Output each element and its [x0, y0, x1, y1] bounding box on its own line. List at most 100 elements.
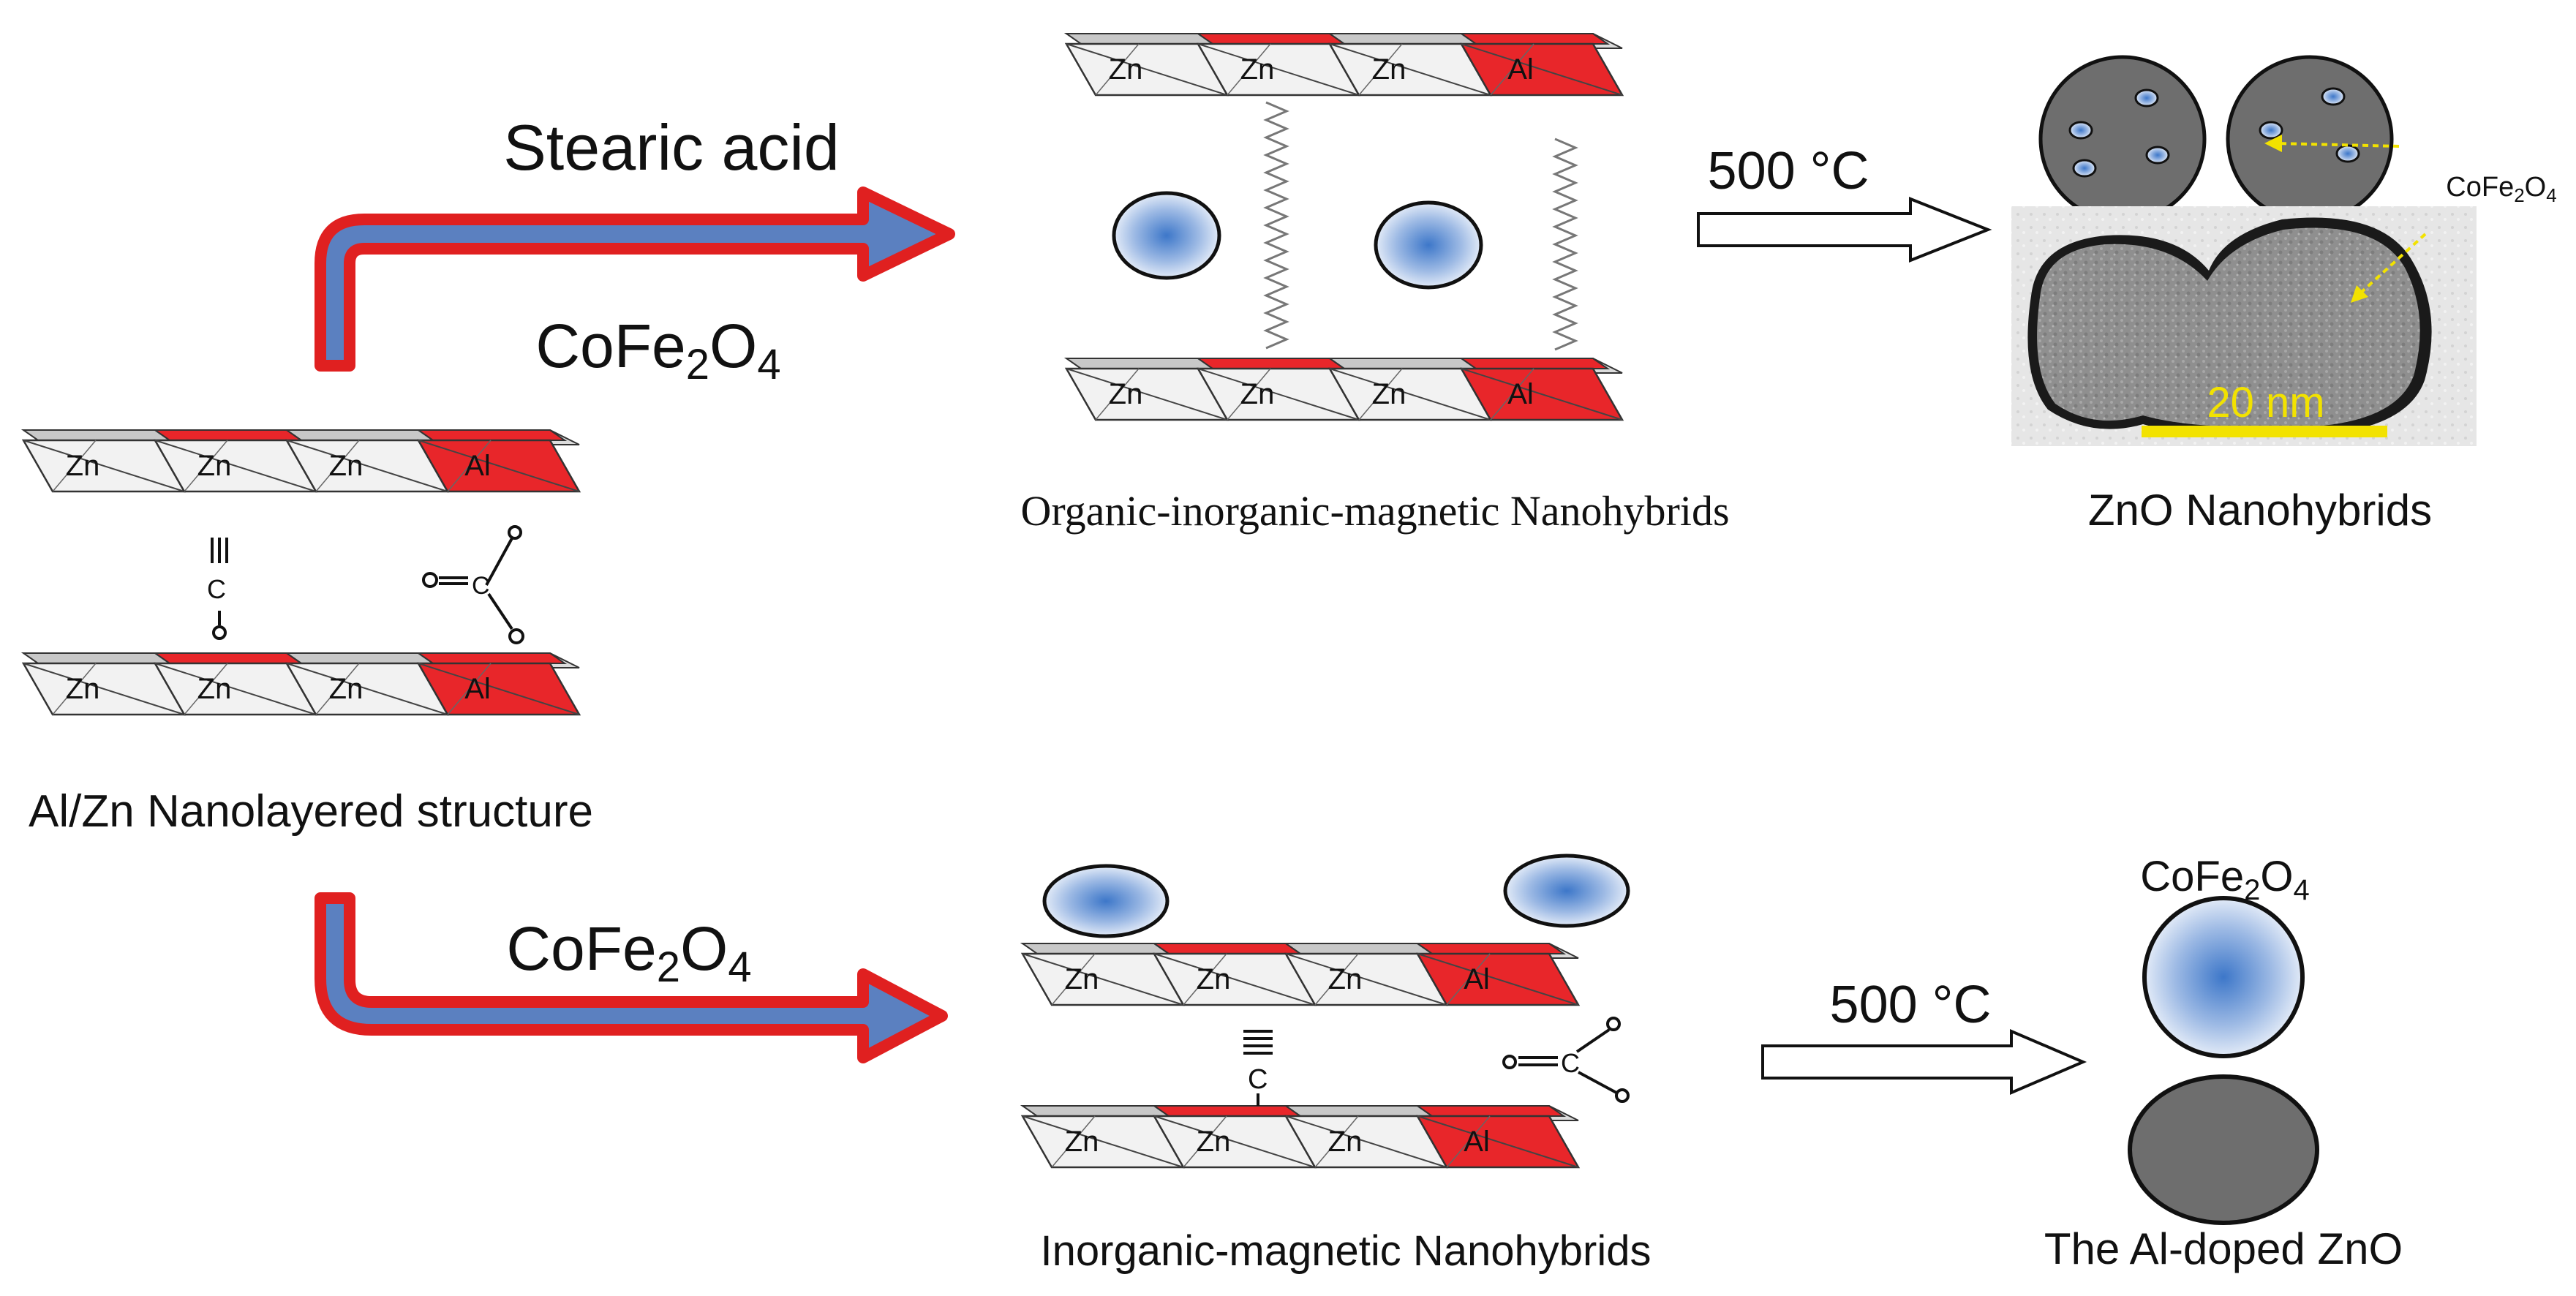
nanoparticle-icon [2259, 121, 2283, 140]
caption-zno-nanohybrids: ZnO Nanohybrids [2088, 486, 2432, 535]
layer-cell-label: Al [1507, 53, 1534, 86]
reagent-cofe2o4-top: CoFe2O4 [535, 312, 780, 388]
layer-cell-label: Al [464, 673, 491, 705]
nanoparticle-icon [1374, 200, 1483, 290]
layer-cell-label: Al [1464, 1126, 1490, 1158]
layered-sheet: Zn Zn Zn Al [1063, 33, 1624, 97]
zn-octahedron: Zn [1020, 1105, 1186, 1169]
label-cofe2o4-particle: CoFe2O4 [2140, 853, 2309, 906]
layer-cell-label: Zn [1065, 1126, 1099, 1158]
tem-image [2011, 206, 2477, 446]
layered-sheet: Zn Zn Zn Al [1020, 1105, 1581, 1169]
layer-cell-label: Al [1507, 378, 1534, 410]
nanoparticle-icon [1042, 864, 1170, 938]
nanoparticle-icon [2142, 896, 2305, 1058]
carbonate-icon: C [1502, 1017, 1630, 1103]
zn-octahedron: Zn [284, 429, 450, 493]
annotation-arrow [2360, 233, 2427, 294]
svg-text:C: C [1561, 1048, 1580, 1078]
annotation-arrow [2275, 142, 2400, 148]
zn-octahedron: Zn [1063, 358, 1229, 421]
zn-octahedron: Zn [152, 652, 318, 716]
layer-cell-label: Al [1464, 963, 1490, 995]
svg-text:C: C [472, 572, 490, 600]
nanoparticle-icon [2321, 87, 2346, 106]
layer-cell-label: Zn [66, 673, 100, 705]
annotation-arrowhead [2351, 285, 2368, 303]
zn-octahedron: Zn [152, 429, 318, 493]
reagent-stearic-acid: Stearic acid [503, 111, 840, 184]
layer-cell-label: Zn [329, 673, 364, 705]
calcination-temp-bottom: 500 °C [1830, 976, 1992, 1034]
layered-sheet: Zn Zn Zn Al [20, 429, 581, 493]
nanoparticle-icon [2145, 146, 2170, 165]
zigzag-chain-icon [1263, 101, 1578, 351]
nanoparticle-icon [1503, 854, 1630, 928]
layer-cell-label: Zn [1109, 378, 1143, 410]
al-octahedron: Al [1458, 33, 1624, 97]
layer-cell-label: Zn [1372, 53, 1406, 86]
layer-cell-label: Al [464, 450, 491, 482]
layer-cell-label: Zn [197, 673, 232, 705]
carbonate-icon: C [422, 525, 524, 644]
calcination-temp-top: 500 °C [1708, 142, 1869, 200]
svg-text:C: C [1248, 1064, 1268, 1095]
layer-cell-label: Zn [329, 450, 364, 482]
caption-organic-inorganic: Organic-inorganic-magnetic Nanohybrids [1020, 487, 1729, 535]
nanoparticle-icon [2072, 159, 2097, 178]
layer-cell-label: Zn [1240, 378, 1275, 410]
al-octahedron: Al [415, 429, 581, 493]
nanoparticle-icon [2335, 144, 2360, 163]
nitrate-icon: C [1243, 1030, 1273, 1106]
zn-octahedron: Zn [20, 652, 187, 716]
zn-octahedron: Zn [1151, 1105, 1317, 1169]
al-octahedron: Al [1458, 358, 1624, 421]
al-octahedron: Al [415, 652, 581, 716]
zn-octahedron: Zn [1283, 1105, 1449, 1169]
layer-cell-label: Zn [66, 450, 100, 482]
layer-cell-label: Zn [1197, 1126, 1231, 1158]
layer-cell-label: Zn [197, 450, 232, 482]
layer-cell-label: Zn [1372, 378, 1406, 410]
annotation-arrowhead [2264, 135, 2282, 152]
reagent-cofe2o4-bottom: CoFe2O4 [506, 914, 751, 991]
layered-sheet: Zn Zn Zn Al [20, 652, 581, 716]
zn-octahedron: Zn [1063, 33, 1229, 97]
zno-particle [2128, 1074, 2319, 1225]
layer-cell-label: Zn [1328, 963, 1363, 995]
nanoparticle-icon [2134, 88, 2159, 108]
zn-octahedron: Zn [1151, 943, 1317, 1006]
caption-al-zn-structure: Al/Zn Nanolayered structure [29, 786, 593, 837]
zn-octahedron: Zn [1020, 943, 1186, 1006]
nanoparticle-icon [2068, 121, 2093, 140]
layer-cell-label: Zn [1240, 53, 1275, 86]
label-cofe2o4-tem: CoFe2O4 [2446, 172, 2556, 206]
zn-octahedron: Zn [1327, 358, 1493, 421]
caption-al-doped-zno: The Al-doped ZnO [2044, 1224, 2403, 1273]
nitrate-icon: C [207, 538, 228, 640]
zn-octahedron: Zn [1327, 33, 1493, 97]
zno-particle-pair [2038, 55, 2394, 223]
zn-octahedron: Zn [284, 652, 450, 716]
zn-octahedron: Zn [1283, 943, 1449, 1006]
heat-arrow-icon [1697, 197, 1992, 263]
al-octahedron: Al [1415, 1105, 1581, 1169]
layer-cell-label: Zn [1328, 1126, 1363, 1158]
zn-octahedron: Zn [1195, 358, 1361, 421]
zn-octahedron: Zn [20, 429, 187, 493]
svg-text:C: C [207, 574, 226, 604]
process-arrow-icon [315, 892, 948, 1063]
caption-inorganic-magnetic: Inorganic-magnetic Nanohybrids [1041, 1227, 1652, 1275]
nanoparticle-icon [1112, 191, 1221, 280]
scale-bar [2142, 426, 2387, 437]
process-arrow-icon [315, 187, 955, 372]
zn-octahedron: Zn [1195, 33, 1361, 97]
layer-cell-label: Zn [1065, 963, 1099, 995]
layer-cell-label: Zn [1197, 963, 1231, 995]
heat-arrow-icon [1761, 1028, 2087, 1096]
scale-bar-label: 20 nm [2207, 379, 2324, 426]
layered-sheet: Zn Zn Zn Al [1063, 358, 1624, 421]
layered-sheet: Zn Zn Zn Al [1020, 943, 1581, 1006]
layer-cell-label: Zn [1109, 53, 1143, 86]
